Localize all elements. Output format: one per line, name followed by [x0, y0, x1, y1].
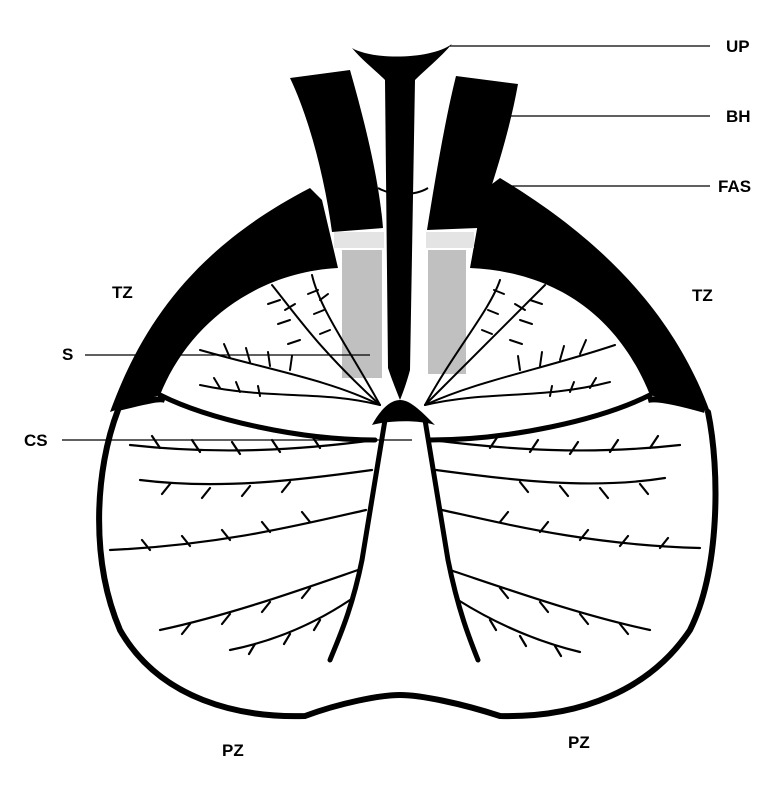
- label-pz-left: PZ: [222, 741, 244, 760]
- sphincter-cap-left: [334, 232, 384, 248]
- central-duct-left: [330, 420, 385, 660]
- label-up: UP: [726, 37, 750, 56]
- label-pz-right: PZ: [568, 733, 590, 752]
- ducts-peripheral-right: [432, 436, 700, 656]
- sphincter-cap-right: [426, 232, 474, 248]
- sphincter-left: [342, 250, 382, 378]
- label-bh: BH: [726, 107, 751, 126]
- outer-capsule: [99, 410, 715, 716]
- transition-zone-right: [430, 395, 650, 440]
- transition-zone-left: [160, 395, 375, 440]
- label-tz-right: TZ: [692, 286, 713, 305]
- sphincter-right: [428, 250, 466, 374]
- label-tz-left: TZ: [112, 283, 133, 302]
- label-s: S: [62, 345, 73, 364]
- ducts-peripheral-left: [110, 436, 375, 654]
- label-cs: CS: [24, 431, 48, 450]
- central-duct-right: [425, 420, 478, 660]
- label-fas: FAS: [718, 177, 751, 196]
